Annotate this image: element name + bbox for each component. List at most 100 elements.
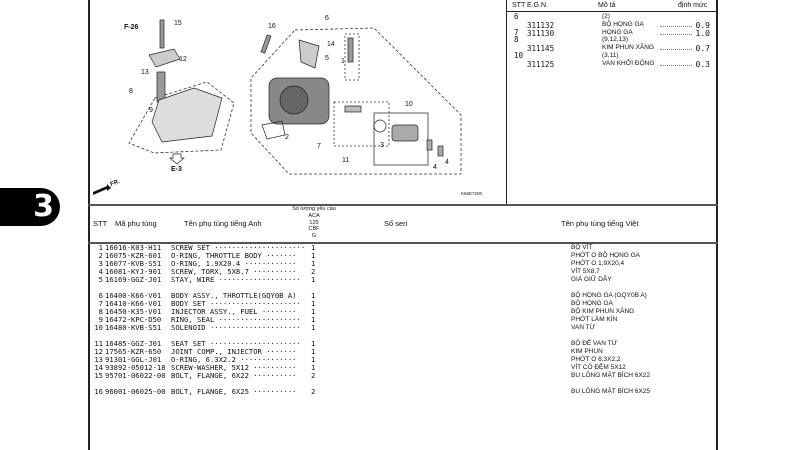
- name-vi: BỘ ĐẾ VAN TỪ: [571, 340, 618, 347]
- bolt-16-shape: [260, 34, 272, 54]
- quantity: 1: [311, 275, 316, 284]
- name-en: SEAT SET ·····················: [171, 339, 301, 348]
- labor-leader: [660, 64, 692, 66]
- callout-7: 7: [317, 143, 321, 150]
- page-border-right: [716, 0, 718, 450]
- figure-code: K66E7200: [461, 191, 483, 196]
- part-number: 16081-KYJ-901: [105, 267, 162, 276]
- quantity: 1: [311, 251, 316, 260]
- part-number: 93892-05012-18: [105, 363, 166, 372]
- name-vi: PHỚT LÀM KÍN: [571, 316, 618, 323]
- labor-leader: [660, 33, 692, 35]
- quantity: 1: [311, 299, 316, 308]
- labor-desc: VAN KHỞI ĐỘNG: [602, 59, 655, 67]
- name-vi: BỘ KIM PHUN XĂNG: [571, 308, 635, 315]
- labor-stt: 8: [514, 35, 519, 45]
- qty-model: CBF: [308, 226, 320, 233]
- part-number: 16400-K66-V01: [105, 291, 162, 300]
- labor-stt: 10: [514, 50, 524, 60]
- callout-4a: 4: [433, 164, 437, 171]
- labor-header-desc: Mô tả: [598, 2, 616, 9]
- part-number: 96001-06025-00: [105, 387, 166, 396]
- row-number: 8: [98, 307, 103, 316]
- name-vi: BU LÔNG MẶT BÍCH 6X22: [571, 372, 650, 379]
- name-vi: VAN TỪ: [571, 324, 596, 331]
- row-number: 2: [98, 251, 103, 260]
- col-qty: Số lượng yêu cầu ACA 125 CBF G: [290, 206, 338, 240]
- qty-model: G: [311, 233, 317, 240]
- bolt-15-shape: [159, 19, 165, 49]
- callout-14: 14: [327, 41, 335, 48]
- name-en: O-RING, THROTTLE BODY ·······: [171, 251, 297, 260]
- labor-header-rate: định mức: [678, 2, 708, 9]
- row-number: 10: [94, 323, 103, 332]
- stay-wire-shape: [298, 39, 320, 69]
- seat-set-shape: [344, 105, 362, 113]
- callout-2: 2: [285, 134, 289, 141]
- page-border-left: [88, 0, 90, 450]
- quantity: 1: [311, 259, 316, 268]
- name-vi: PHỚT O 1,9X20,4: [571, 260, 625, 267]
- labor-header-stt: STT E.G.N.: [512, 2, 549, 9]
- o-ring-throttle-shape: [261, 120, 286, 140]
- labor-stt: 6: [514, 12, 519, 21]
- name-vi: PHỚT O 6,3X2,2: [571, 356, 621, 363]
- quantity: 1: [311, 315, 316, 324]
- screw-set-shape: [347, 37, 354, 63]
- callout-12: 12: [179, 56, 187, 63]
- labor-egn: 311145: [527, 44, 555, 54]
- labor-row: 8(9,12,13): [510, 35, 714, 45]
- name-vi: BỘ HỌNG GA (GQY0B A): [571, 292, 647, 299]
- row-number: 9: [98, 315, 103, 324]
- name-en: SCREW SET ·····················: [171, 243, 306, 252]
- quantity: 1: [311, 347, 316, 356]
- labor-stt: 7: [514, 27, 519, 37]
- name-vi: GIÁ GIỮ DÂY: [571, 276, 612, 283]
- header-bottom-line: [88, 242, 718, 244]
- part-number: 91301-GGL-J01: [105, 355, 162, 364]
- labor-rate: 0.7: [695, 44, 710, 54]
- group-outline-11: [333, 101, 390, 147]
- col-part-no: Mã phụ tùng: [115, 219, 157, 228]
- row-number: 12: [94, 347, 103, 356]
- labor-egn: 311132: [527, 20, 555, 30]
- ref-e3: E-3: [171, 166, 182, 173]
- labor-header-line: [506, 11, 717, 12]
- labor-rate: 0.3: [695, 59, 710, 69]
- col-stt: STT: [93, 219, 108, 228]
- callout-9: 9: [149, 107, 153, 114]
- qty-model: 125: [309, 219, 319, 226]
- part-number: 16485-GGZ-J01: [105, 339, 162, 348]
- section-tab[interactable]: 3: [0, 188, 60, 226]
- name-en: SOLENOID ·····················: [171, 323, 301, 332]
- row-number: 4: [98, 267, 103, 276]
- part-number: 16480-KVB-S51: [105, 323, 162, 332]
- name-vi: VÍT CÓ ĐỆM 5X12: [571, 364, 626, 371]
- quantity: 1: [311, 243, 316, 252]
- name-vi: BỘ VÍT: [571, 244, 593, 251]
- col-name-en: Tên phụ tùng tiếng Anh: [184, 219, 262, 228]
- ref-f26: F-26: [124, 24, 139, 31]
- labor-table-divider: [506, 0, 507, 205]
- header-top-line: [88, 204, 718, 206]
- front-label: FR.: [110, 179, 121, 188]
- quantity: 1: [311, 355, 316, 364]
- section-number: 3: [33, 189, 54, 224]
- labor-rate: 0.9: [695, 20, 710, 30]
- part-number: 16472-KPC-D50: [105, 315, 162, 324]
- part-number: 16450-K35-V01: [105, 307, 162, 316]
- labor-rate: 1.0: [695, 28, 710, 38]
- name-en: SCREW, TORX, 5X8.7 ··········: [171, 267, 297, 276]
- name-en: RING, SEAL ···················: [171, 315, 301, 324]
- o-ring-shape: [373, 119, 387, 133]
- quantity: 2: [311, 387, 316, 396]
- callout-3: 3: [380, 142, 384, 149]
- callout-16: 16: [268, 23, 276, 30]
